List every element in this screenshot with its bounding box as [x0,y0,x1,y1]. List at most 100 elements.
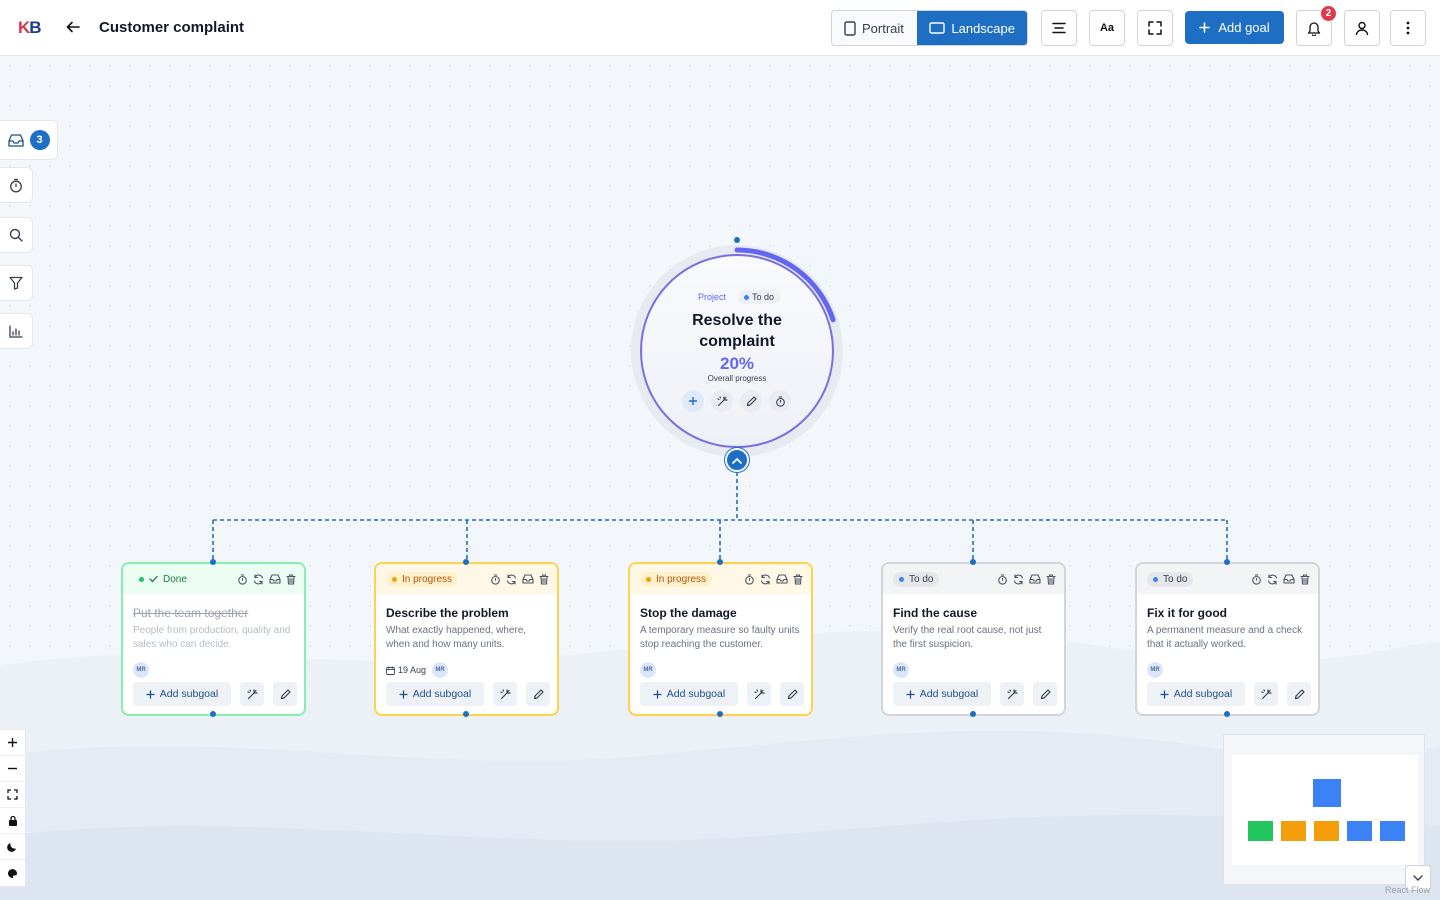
inbox-button[interactable] [522,573,534,585]
magic-wand-icon [716,395,728,406]
timer-button[interactable] [490,573,501,585]
card-bottom-handle[interactable] [970,711,976,717]
edit-button[interactable] [1033,682,1057,706]
magic-wand-icon [1006,688,1018,699]
subgoal-card[interactable]: Done Put the team together People from p… [121,562,306,716]
stopwatch-icon [775,395,785,407]
landscape-button[interactable]: Landscape [917,11,1027,45]
delete-button[interactable] [286,573,296,585]
root-edit-button[interactable] [740,390,762,412]
filter-button[interactable] [0,265,33,301]
collapse-children-button[interactable] [725,448,749,472]
lock-button[interactable] [0,808,25,834]
avatar[interactable]: MR [893,662,909,678]
card-top-handle[interactable] [970,559,976,565]
magic-button[interactable] [1000,682,1024,706]
card-bottom-handle[interactable] [210,711,216,717]
delete-button[interactable] [1046,573,1056,585]
react-flow-attribution[interactable]: React Flow [1385,885,1431,895]
subgoal-card[interactable]: In progress Describe the problem What ex… [374,562,559,716]
more-vertical-icon [1406,21,1410,35]
minimap-toggle-button[interactable] [1405,865,1431,891]
zoom-in-button[interactable] [0,730,25,756]
card-bottom-handle[interactable] [717,711,723,717]
calendar-icon [386,666,395,675]
add-goal-button[interactable]: Add goal [1185,11,1284,44]
app-logo[interactable]: KB [18,18,42,37]
avatar[interactable]: MR [1147,662,1163,678]
cycle-button[interactable] [760,573,771,585]
delete-button[interactable] [793,573,803,585]
zoom-out-button[interactable] [0,756,25,782]
card-bottom-handle[interactable] [463,711,469,717]
magic-button[interactable] [240,682,264,706]
search-button[interactable] [0,217,33,253]
card-top-handle[interactable] [717,559,723,565]
inbox-icon [1283,573,1295,584]
cycle-button[interactable] [1013,573,1024,585]
portrait-button[interactable]: Portrait [832,11,917,45]
cycle-button[interactable] [506,573,517,585]
minimap-root-node [1313,779,1341,807]
add-subgoal-button[interactable]: Add subgoal [640,682,738,706]
inbox-button[interactable] [1029,573,1041,585]
align-button[interactable] [1041,10,1077,46]
inbox-button[interactable] [1283,573,1295,585]
timer-button[interactable] [0,167,33,203]
subgoal-card[interactable]: To do Find the cause Verify the real roo… [881,562,1066,716]
inbox-button[interactable] [776,573,788,585]
more-menu-button[interactable] [1390,10,1426,46]
timer-button[interactable] [744,573,755,585]
plus-icon [653,690,662,698]
magic-button[interactable] [747,682,771,706]
add-subgoal-button[interactable]: Add subgoal [1147,682,1245,706]
edit-button[interactable] [273,682,297,706]
root-add-button[interactable] [682,390,704,412]
edit-button[interactable] [526,682,550,706]
delete-button[interactable] [539,573,549,585]
back-button[interactable] [62,16,84,38]
delete-button[interactable] [1300,573,1310,585]
card-tools [744,573,803,585]
edit-button[interactable] [780,682,804,706]
fit-view-button[interactable] [0,782,25,808]
edit-button[interactable] [1287,682,1311,706]
card-top-handle[interactable] [1224,559,1230,565]
add-subgoal-button[interactable]: Add subgoal [386,682,484,706]
avatar[interactable]: MR [432,662,449,678]
root-progress-label: Overall progress [707,374,767,383]
root-goal-node[interactable]: Project To do Resolve the complaint 20% … [640,254,834,448]
subgoal-card[interactable]: To do Fix it for good A permanent measur… [1135,562,1320,716]
dark-mode-button[interactable] [0,834,25,860]
root-magic-button[interactable] [711,390,733,412]
add-subgoal-button[interactable]: Add subgoal [893,682,991,706]
profile-button[interactable] [1344,10,1380,46]
avatar[interactable]: MR [640,662,656,678]
timer-button[interactable] [237,573,248,585]
flow-canvas[interactable] [0,56,1440,900]
cycle-button[interactable] [1267,573,1278,585]
card-top-handle[interactable] [463,559,469,565]
minimap[interactable] [1223,734,1425,885]
inbox-button[interactable]: 3 [0,120,58,160]
due-date: 19 Aug [386,665,426,675]
inbox-button[interactable] [269,573,281,585]
theme-button[interactable] [0,860,25,886]
font-size-button[interactable]: Aa [1089,10,1125,46]
magic-button[interactable] [493,682,517,706]
fullscreen-button[interactable] [1137,10,1173,46]
root-progress-arc [734,237,836,323]
cycle-button[interactable] [253,573,264,585]
subgoal-card[interactable]: In progress Stop the damage A temporary … [628,562,813,716]
add-subgoal-button[interactable]: Add subgoal [133,682,231,706]
magic-button[interactable] [1254,682,1278,706]
card-bottom-handle[interactable] [1224,711,1230,717]
stats-button[interactable] [0,313,33,349]
card-top-handle[interactable] [210,559,216,565]
root-timer-button[interactable] [769,390,791,412]
landscape-icon [929,22,946,34]
avatar[interactable]: MR [133,662,149,678]
timer-button[interactable] [1251,573,1262,585]
timer-button[interactable] [997,573,1008,585]
landscape-label: Landscape [951,20,1015,36]
